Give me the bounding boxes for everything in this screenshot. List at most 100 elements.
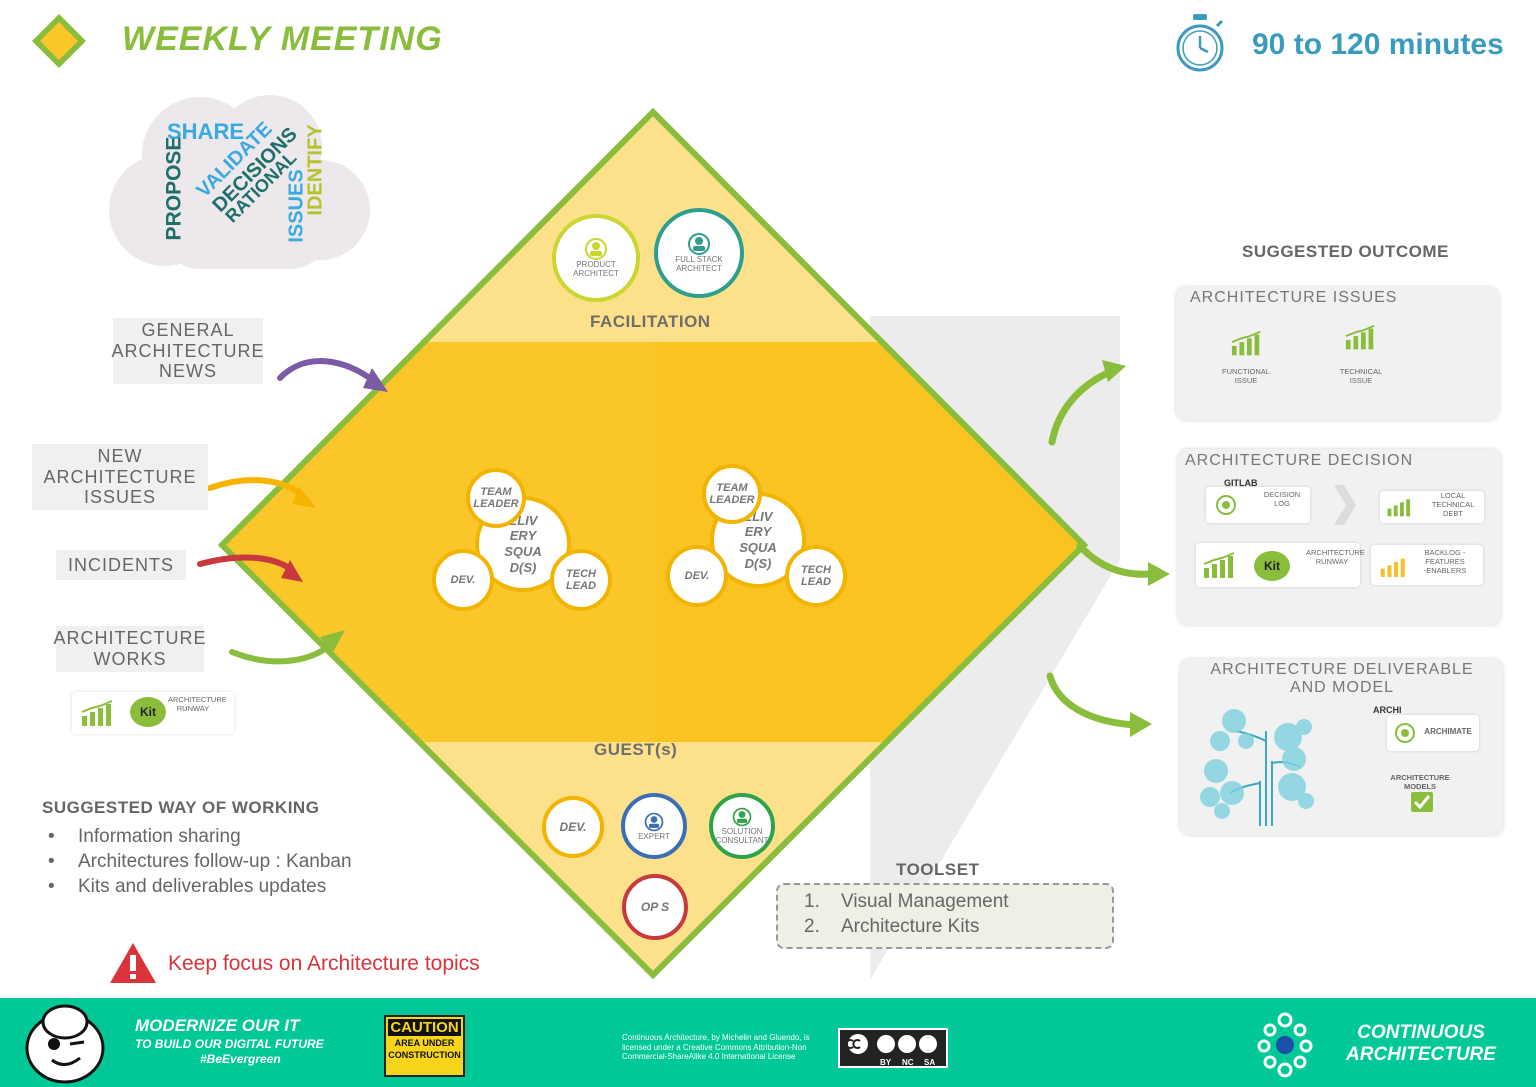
way-of-working-list: • Information sharing • Architectures foll… <box>48 826 352 901</box>
facilitation-label: FACILITATION <box>590 312 711 331</box>
architecture-issues-title: ARCHITECTURE ISSUES <box>1190 289 1398 306</box>
kit-badge: Kit <box>1254 551 1290 581</box>
backlog-card: BACKLOG -FEATURES -ENABLERS <box>1371 545 1483 585</box>
list-item: • Information sharing <box>48 826 352 851</box>
toolset-title: TOOLSET <box>896 860 980 879</box>
architecture-models-label: ARCHITECTURE MODELS <box>1390 773 1450 791</box>
footer-slogan-3: #BeEvergreen <box>200 1052 281 1066</box>
backlog-label: BACKLOG -FEATURES -ENABLERS <box>1423 548 1467 575</box>
cc-by-label: BY <box>880 1058 892 1067</box>
cc-license-badge: BY NC SA <box>838 1028 948 1068</box>
local-technical-debt-card: LOCAL TECHNICAL DEBT <box>1380 491 1484 523</box>
input-runway-kit: Kit ARCHITECTURE RUNWAY <box>72 692 234 734</box>
checkbox-checked-icon <box>1411 792 1433 812</box>
dev-label: DEV. <box>684 570 710 582</box>
input-new-architecture-issues: NEW ARCHITECTURE ISSUES <box>32 444 208 510</box>
growth-chart-icon <box>1345 324 1375 350</box>
way-item-label: Information sharing <box>78 826 241 847</box>
gitlab-label: GITLAB <box>1224 478 1258 488</box>
suggested-outcome-title: SUGGESTED OUTCOME <box>1242 242 1449 261</box>
growth-chart-icon <box>1380 558 1405 577</box>
decision-runway-card: Kit ARCHITECTURE RUNWAY <box>1196 543 1365 587</box>
model-tree-icon <box>1200 709 1314 826</box>
tech-lead-circle: TECH LEAD <box>785 545 847 607</box>
full-stack-architect-circle: FULL STACK ARCHITECT <box>654 208 744 298</box>
way-item-label: Kits and deliverables updates <box>78 876 327 897</box>
bullet-icon: • <box>48 851 55 872</box>
list-item: • Architectures follow-up : Kanban <box>48 851 352 876</box>
person-icon <box>644 812 664 831</box>
architecture-issues-box: ARCHITECTURE ISSUES FUNCTIONAL ISSUE TEC… <box>1176 287 1499 420</box>
team-leader-circle: TEAM LEADER <box>466 468 526 528</box>
input-general-architecture-news: GENERAL ARCHITECTURE NEWS <box>112 318 264 384</box>
architecture-deliverable-title: ARCHITECTURE DELIVERABLE AND MODEL <box>1210 661 1474 697</box>
list-number: 1. <box>804 891 820 912</box>
archimate-card: ARCHIMATE <box>1387 715 1479 751</box>
cloud-word-share: SHARE <box>167 119 245 144</box>
dev-label: DEV. <box>450 574 476 586</box>
product-architect-circle: PRODUCT ARCHITECT <box>552 214 640 302</box>
kit-label: Kit <box>140 705 156 719</box>
list-item: • Kits and deliverables updates <box>48 876 352 901</box>
input-incidents: INCIDENTS <box>56 550 186 580</box>
expert-label: EXPERT <box>638 831 670 841</box>
page-title: WEEKLY MEETING <box>122 20 443 58</box>
person-icon <box>688 233 710 255</box>
brand-name: CONTINUOUS ARCHITECTURE <box>1346 1022 1496 1065</box>
expert-circle: EXPERT <box>621 793 687 859</box>
meeting-diamond <box>197 107 1170 980</box>
list-item: 1.Visual Management <box>804 891 1112 916</box>
input-arrows <box>197 358 388 665</box>
technical-issue-label: TECHNICAL ISSUE <box>1339 367 1383 385</box>
cycle-icon <box>1216 495 1236 515</box>
output-arrows <box>1046 360 1170 737</box>
caution-title: CAUTION <box>388 1019 461 1036</box>
growth-chart-icon <box>1387 499 1411 517</box>
functional-issue-label: FUNCTIONAL ISSUE <box>1222 367 1270 385</box>
cloud-shape <box>109 95 370 269</box>
runway-label: ARCHITECTURE RUNWAY <box>168 695 227 713</box>
growth-chart-icon <box>1231 330 1261 356</box>
full-stack-architect-label: FULL STACK ARCHITECT <box>675 255 723 273</box>
architecture-decision-title: ARCHITECTURE DECISION <box>1185 452 1414 469</box>
tech-lead-label: TECH LEAD <box>801 563 831 588</box>
person-icon <box>732 807 752 827</box>
cc-icon <box>845 1034 937 1054</box>
warning-icon <box>110 943 156 983</box>
team-leader-circle: TEAM LEADER <box>702 464 762 524</box>
dev-circle: DEV. <box>666 545 728 607</box>
continuous-architecture-logo-icon <box>1257 1012 1313 1078</box>
caution-sub: AREA UNDER CONSTRUCTION <box>388 1038 461 1060</box>
decision-log-label: DECISION LOG <box>1263 490 1301 508</box>
chevron-right-icon <box>1334 485 1356 525</box>
solution-consultant-circle: SOLUTION CONSULTANT <box>709 793 775 859</box>
meeting-duration: 90 to 120 minutes <box>1252 28 1504 61</box>
person-icon <box>585 238 607 260</box>
caution-sign: CAUTION AREA UNDER CONSTRUCTION <box>384 1015 465 1077</box>
cycle-icon <box>1395 723 1415 743</box>
guests-label: GUEST(s) <box>594 740 678 759</box>
team-leader-label: TEAM LEADER <box>473 485 519 510</box>
archi-label: ARCHI <box>1373 705 1402 715</box>
product-architect-label: PRODUCT ARCHITECT <box>573 260 619 278</box>
guest-dev-label: DEV. <box>559 820 587 834</box>
way-item-label: Architectures follow-up : Kanban <box>78 851 352 872</box>
local-technical-debt-label: LOCAL TECHNICAL DEBT <box>1431 491 1475 518</box>
growth-chart-icon <box>81 700 113 726</box>
growth-chart-icon <box>1203 552 1235 578</box>
architecture-decision-box: ARCHITECTURE DECISION GITLAB DECISION LO… <box>1178 449 1501 625</box>
team-leader-label: TEAM LEADER <box>709 481 755 506</box>
dev-circle: DEV. <box>432 549 494 611</box>
footer-slogan-2: TO BUILD OUR DIGITAL FUTURE <box>135 1037 324 1051</box>
way-of-working-title: SUGGESTED WAY OF WORKING <box>42 798 320 817</box>
license-text: Continuous Architecture, by Michelin and… <box>622 1033 810 1062</box>
kit-label: Kit <box>1264 559 1280 573</box>
decision-runway-label: ARCHITECTURE RUNWAY <box>1306 548 1365 566</box>
bullet-icon: • <box>48 826 55 847</box>
bullet-icon: • <box>48 876 55 897</box>
toolset-box: 1.Visual Management 2.Architecture Kits <box>776 883 1114 949</box>
mascot-icon <box>25 1004 105 1084</box>
archimate-label: ARCHIMATE <box>1424 727 1472 736</box>
tech-lead-label: TECH LEAD <box>566 567 596 592</box>
toolset-item-label: Architecture Kits <box>841 916 980 937</box>
